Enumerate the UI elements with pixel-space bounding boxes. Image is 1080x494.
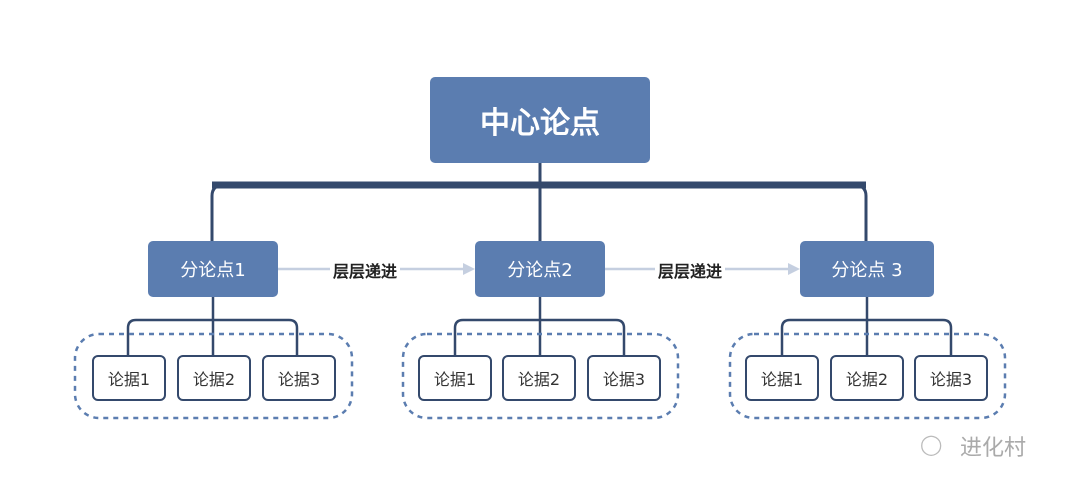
evidence-box: 论据2 (502, 355, 576, 401)
evidence-box: 论据2 (830, 355, 904, 401)
watermark: 进化村 (960, 436, 1027, 461)
evidence-box: 论据3 (262, 355, 336, 401)
wechat-icon: ◯ (920, 432, 943, 456)
evidence-box: 论据3 (587, 355, 661, 401)
sub-point-3: 分论点 3 (800, 241, 934, 297)
arrow-label-1: 层层递进 (330, 258, 401, 282)
evidence-box: 论据1 (92, 355, 166, 401)
evidence-box: 论据1 (418, 355, 492, 401)
sub-point-2: 分论点2 (475, 241, 605, 297)
evidence-box: 论据3 (914, 355, 988, 401)
arrow-label-2: 层层递进 (655, 258, 726, 282)
central-thesis-box: 中心论点 (430, 77, 650, 163)
evidence-box: 论据2 (177, 355, 251, 401)
sub-point-1: 分论点1 (148, 241, 278, 297)
evidence-box: 论据1 (745, 355, 819, 401)
